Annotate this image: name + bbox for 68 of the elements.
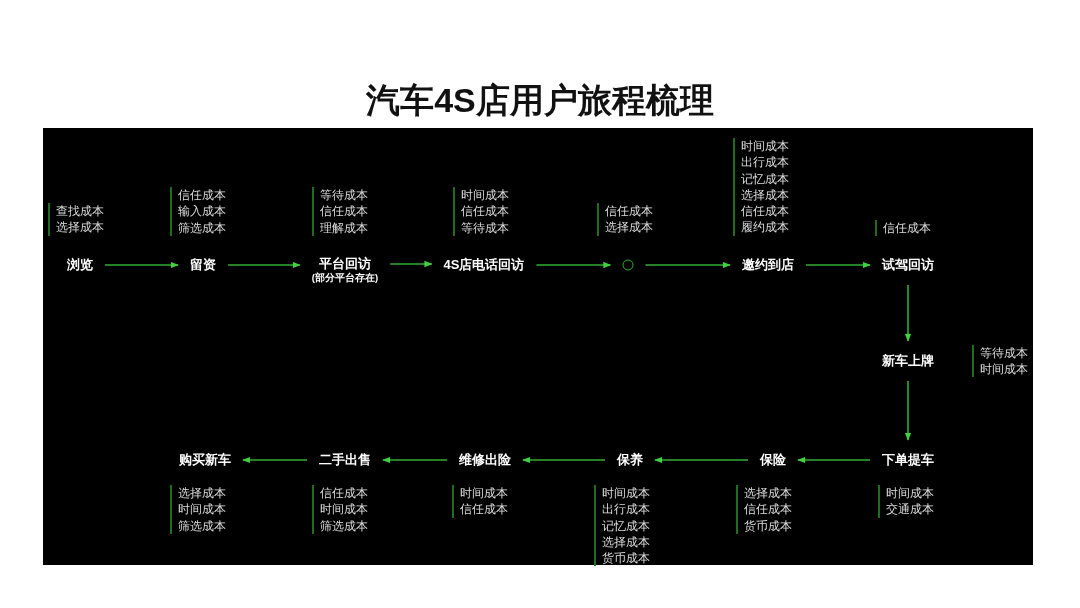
stage-label: 平台回访: [318, 256, 372, 272]
cost-label: 时间成本: [741, 138, 789, 155]
cost-label: 选择成本: [178, 485, 226, 502]
cost-label: 出行成本: [741, 154, 789, 171]
cost-label: 履约成本: [741, 219, 789, 236]
stage-label: 4S店电话回访: [443, 257, 525, 273]
cost-label: 等待成本: [320, 187, 368, 204]
cost-label: 等待成本: [461, 219, 509, 236]
cost-label: 时间成本: [602, 485, 650, 502]
stage-label: 购买新车: [179, 452, 231, 468]
arrow: [389, 260, 433, 268]
stage-label: 二手出售: [319, 452, 371, 468]
cost-label: 时间成本: [980, 360, 1028, 378]
arrow: [104, 261, 179, 269]
cost-label: 信任成本: [741, 203, 789, 220]
cost-label: 筛选成本: [178, 517, 226, 534]
cost-label: 信任成本: [320, 203, 368, 220]
cost-label: 输入成本: [178, 203, 226, 220]
cost-label: 理解成本: [320, 219, 368, 236]
arrow: [644, 261, 731, 269]
cost-label: 时间成本: [178, 501, 226, 518]
cost-label: 出行成本: [602, 501, 650, 518]
stage-label: 邀约到店: [742, 257, 794, 273]
cost-label: 选择成本: [602, 533, 650, 551]
cost-label: 选择成本: [605, 219, 653, 236]
arrow: [227, 261, 301, 269]
arrow: [805, 261, 871, 269]
arrow: [522, 456, 606, 464]
cost-label: 筛选成本: [320, 517, 368, 534]
cost-label: 记忆成本: [602, 517, 650, 534]
stage-label: 维修出险: [459, 452, 511, 468]
cost-label: 信任成本: [460, 501, 508, 518]
arrow: [904, 284, 912, 342]
stage-label: 浏览: [67, 257, 93, 273]
cost-label: 选择成本: [741, 186, 789, 204]
cost-label: 信任成本: [178, 187, 226, 204]
cost-label: 信任成本: [744, 501, 792, 518]
stage-label: 试驾回访: [882, 257, 934, 273]
stage-note: (部分平台存在): [311, 272, 379, 284]
stage-label: 保养: [617, 452, 643, 468]
cost-label: 等待成本: [980, 344, 1028, 361]
stage-label: 下单提车: [882, 452, 934, 468]
arrow: [904, 380, 912, 441]
cost-label: 筛选成本: [178, 219, 226, 236]
arrow: [654, 456, 749, 464]
cost-label: 时间成本: [461, 187, 509, 204]
stage-label: 保险: [760, 452, 786, 468]
cost-label: 查找成本: [56, 203, 104, 220]
cost-label: 交通成本: [886, 501, 934, 518]
cost-label: 选择成本: [56, 219, 104, 236]
cost-label: 时间成本: [886, 485, 934, 502]
cost-label: 信任成本: [461, 203, 509, 220]
cost-label: 货币成本: [602, 550, 650, 567]
arrow: [382, 456, 448, 464]
cost-label: 时间成本: [460, 485, 508, 502]
cost-label: 记忆成本: [741, 170, 789, 187]
cost-label: 选择成本: [744, 485, 792, 502]
cost-label: 时间成本: [320, 501, 368, 518]
arrow: [797, 456, 871, 464]
cost-label: 货币成本: [744, 517, 792, 534]
stage-label: 留资: [190, 257, 216, 273]
arrow: [535, 261, 612, 269]
title: 汽车4S店用户旅程梳理: [366, 80, 714, 121]
cost-label: 信任成本: [320, 485, 368, 502]
cost-label: 信任成本: [883, 220, 931, 237]
cost-label: 信任成本: [605, 203, 653, 220]
arrow: [242, 456, 308, 464]
stage-label: 新车上牌: [882, 353, 934, 369]
